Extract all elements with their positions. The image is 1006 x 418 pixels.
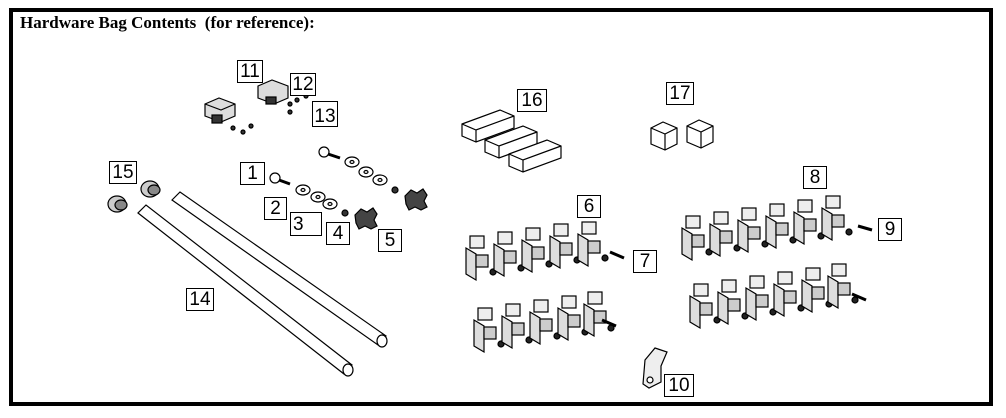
part-1-knob-bolt xyxy=(269,146,341,186)
part-2-washer xyxy=(295,156,360,196)
figure-heading: Hardware Bag Contents (for reference): xyxy=(20,13,315,32)
part-10-clip xyxy=(642,347,668,389)
callout-2: 2 xyxy=(264,197,287,220)
part-15-end-cap xyxy=(107,180,161,213)
callout-15: 15 xyxy=(109,161,137,184)
part-8-brackets-row2 xyxy=(689,263,867,329)
callout-14: 14 xyxy=(186,288,214,311)
part-5-star-knob xyxy=(354,188,428,230)
callout-10: 10 xyxy=(664,374,694,397)
part-8-brackets-row1 xyxy=(681,195,873,261)
callout-8: 8 xyxy=(803,166,827,189)
callout-16: 16 xyxy=(517,89,547,112)
callout-6: 6 xyxy=(577,195,601,218)
callout-7: 7 xyxy=(633,250,657,273)
part-11-tracker xyxy=(204,97,254,135)
callout-17: 17 xyxy=(666,82,694,105)
part-14-rods xyxy=(137,191,388,377)
part-3-washer xyxy=(310,166,388,210)
callout-13: 13 xyxy=(312,101,338,127)
part-6-brackets-row2 xyxy=(473,291,617,353)
callout-11: 11 xyxy=(237,60,263,83)
part-4-nut xyxy=(341,186,399,217)
callout-4: 4 xyxy=(326,222,350,245)
part-17-cubes xyxy=(650,119,714,151)
part-12-tracker xyxy=(257,79,309,115)
part-16-blocks xyxy=(461,109,562,173)
callout-12: 12 xyxy=(290,73,316,96)
part-6-brackets-row1 xyxy=(465,221,625,282)
callout-5: 5 xyxy=(378,229,402,252)
callout-3: 3 xyxy=(290,212,322,236)
callout-1: 1 xyxy=(240,162,265,185)
callout-9: 9 xyxy=(878,218,902,241)
